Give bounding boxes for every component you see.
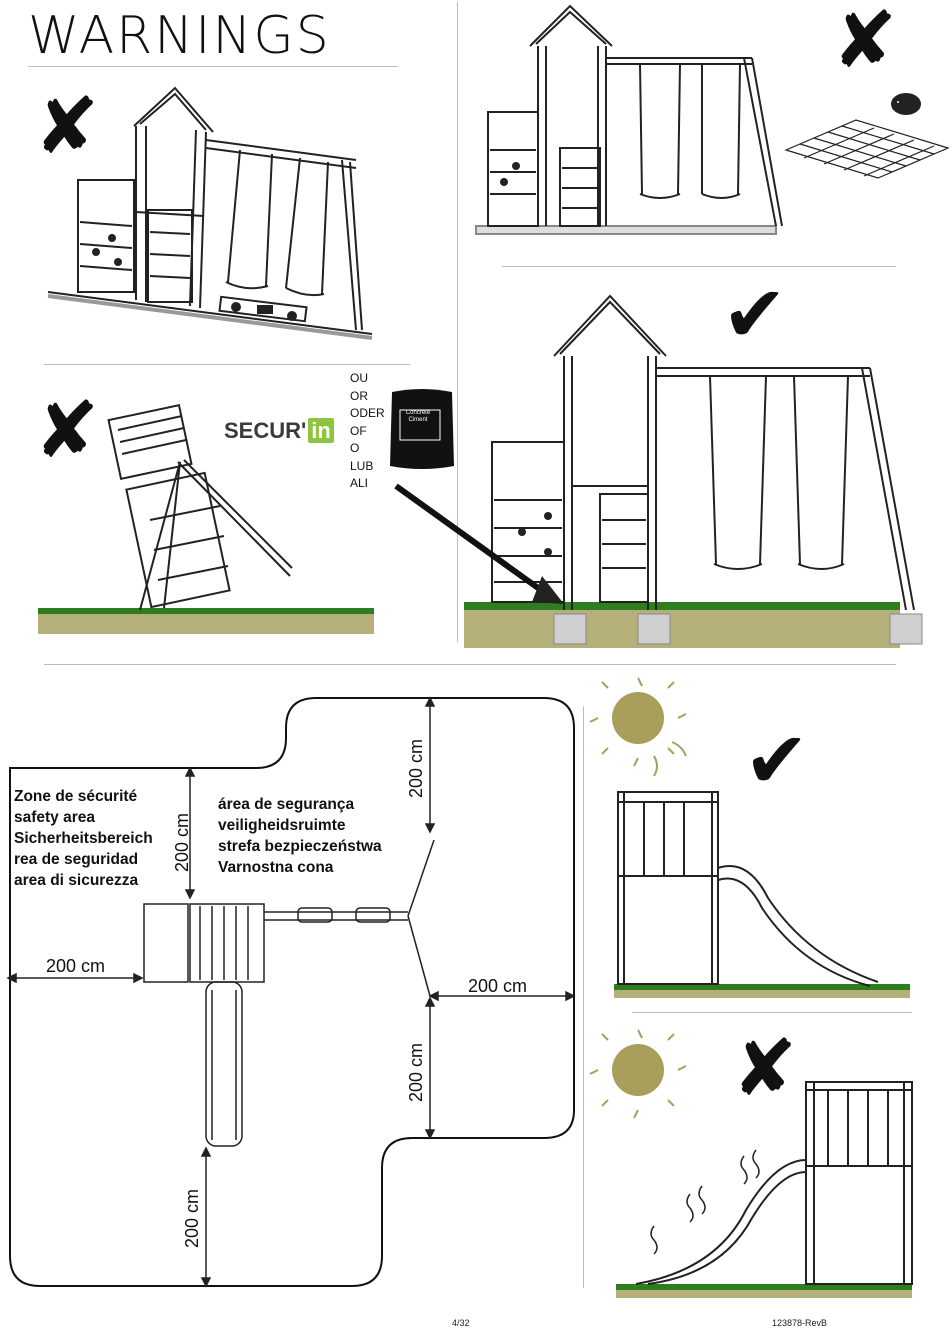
securin-logo: SECUR'in xyxy=(224,418,334,444)
dim-top-left: 200 cm xyxy=(172,812,192,872)
cross-mark-icon: ✘ xyxy=(34,82,100,172)
safety-zone-labels-right: área de segurança veiligheidsruimte stre… xyxy=(218,796,382,876)
divider-left xyxy=(44,364,410,365)
sun-icon xyxy=(589,1029,687,1119)
tipping-playset-illustration xyxy=(38,403,374,634)
dim-left: 200 cm xyxy=(46,956,106,976)
sun-icon xyxy=(589,677,687,777)
check-mark-icon: ✔ xyxy=(744,716,810,806)
cross-mark-icon: ✘ xyxy=(732,1024,798,1114)
concrete-bag-icon xyxy=(390,389,454,469)
sun-slide-good-illustration xyxy=(589,677,910,998)
column-divider xyxy=(457,2,458,642)
divider-middle xyxy=(44,664,896,665)
anchored-playset-illustration xyxy=(394,294,923,648)
language-or-list: OU OR ODER OF O LUB ALI xyxy=(350,371,385,490)
page-title: WARNINGS xyxy=(28,6,331,66)
dim-top-right: 200 cm xyxy=(406,738,426,798)
dim-bottom-right: 200 cm xyxy=(406,1042,426,1102)
dim-right: 200 cm xyxy=(468,976,528,996)
divider-right xyxy=(502,266,896,267)
page-number: 4/32 xyxy=(452,1318,470,1328)
cross-mark-icon: ✘ xyxy=(34,386,100,476)
safety-zone-labels-left: Zone de sécurité safety area Sicherheits… xyxy=(14,788,153,889)
concrete-bag-label: Concrete Ciment xyxy=(405,410,431,423)
check-mark-icon: ✔ xyxy=(722,270,788,360)
divider-bottom-vertical xyxy=(583,706,584,1288)
document-reference: 123878-RevB xyxy=(772,1318,828,1328)
divider-bottom-right xyxy=(632,1012,912,1013)
dim-bottom: 200 cm xyxy=(182,1188,202,1248)
sloped-playset-illustration xyxy=(47,86,373,340)
safety-zone-illustration xyxy=(6,696,576,1288)
sun-slide-bad-illustration xyxy=(589,1029,913,1298)
paving-playset-illustration xyxy=(475,4,950,235)
cross-mark-icon: ✘ xyxy=(832,0,898,86)
title-underline xyxy=(28,66,398,67)
